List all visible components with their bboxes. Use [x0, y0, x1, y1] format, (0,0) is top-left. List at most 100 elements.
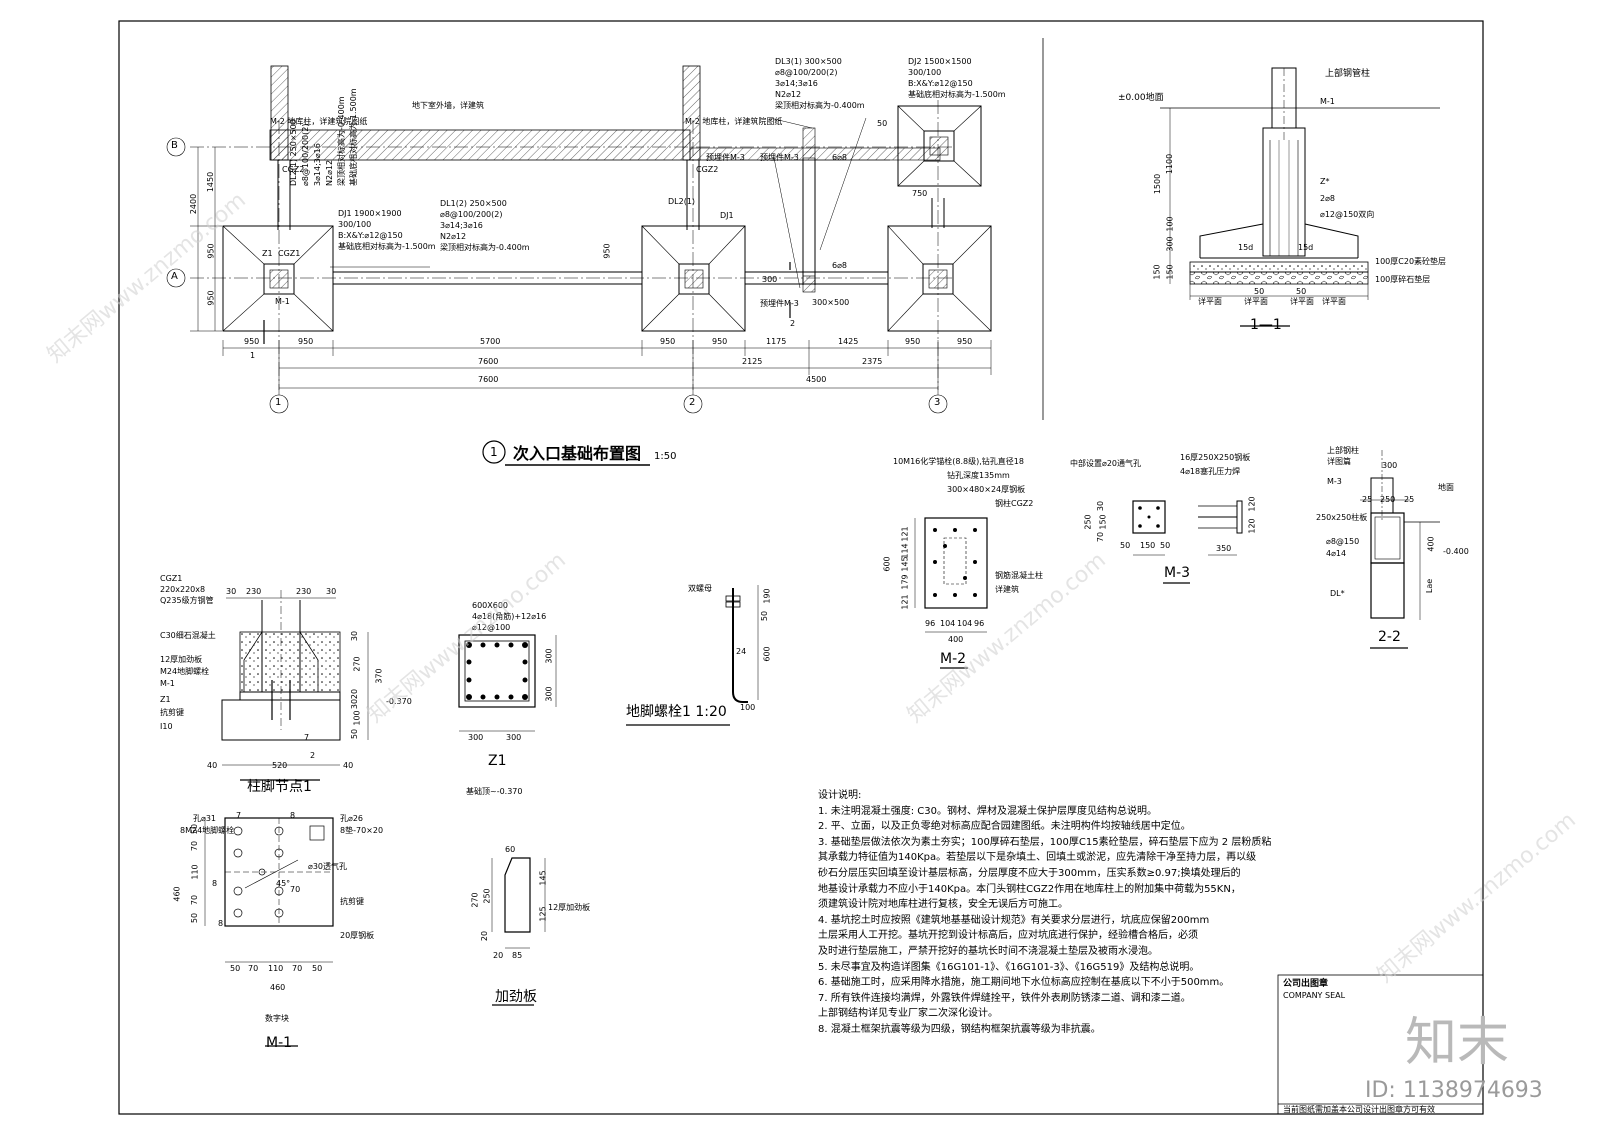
z1-dim-2: 300 [544, 648, 554, 664]
s11-label-detail-1: 详平面 [1244, 297, 1268, 306]
dl2-spec-0: DL2(1) 250×500 [289, 119, 298, 186]
stiffener-dim-3: 20 [480, 930, 490, 942]
m1-label-1: 8M24地脚螺栓 [180, 826, 235, 835]
ab-dim-190: 190 [762, 588, 772, 604]
label-rebar-6-8-b: 6⌀8 [832, 261, 847, 270]
m1-dim-b-0: 50 [230, 964, 241, 973]
m2-label-4: 钢筋混凝土柱 [995, 571, 1043, 580]
notes-line-10: 5. 未尽事宜及构造详图集《16G101-1》、《16G101-3》、《16G5… [818, 961, 1200, 973]
dim-b3-1: 4500 [806, 375, 827, 384]
dl2-spec-3: N2⌀12 [325, 159, 334, 186]
ab-label-nut: 双螺母 [688, 584, 712, 593]
s11-label-ground: ±0.00地面 [1118, 93, 1164, 103]
dim-b3-0: 7600 [478, 375, 499, 384]
m2-label-5: 详建筑 [995, 585, 1019, 594]
ab-dim-100: 100 [740, 703, 756, 712]
section-1-1 [1160, 67, 1440, 327]
m2-dim-l-3: 179 [900, 574, 910, 590]
dl1-spec-0: DL1(2) 250×500 [440, 199, 507, 208]
seal-subtitle: COMPANY SEAL [1283, 991, 1346, 1000]
z1-dim-0: 300 [468, 733, 484, 742]
m1-dim-b-3: 70 [292, 964, 303, 973]
label-50: 50 [877, 119, 888, 128]
m1-dim-l-2: 110 [190, 864, 200, 880]
cf-label-c30: C30细石混凝土 [160, 631, 216, 640]
stiffener-plate [491, 857, 546, 1006]
cf-marker-7: 7 [304, 733, 310, 742]
cf-elevation: -0.370 [386, 697, 412, 706]
dl1-spec-4: 梁顶相对标高为-0.400m [440, 243, 530, 252]
cf-dim-top-0: 30 [226, 587, 237, 596]
cf-dim-right-1: 270 [352, 656, 362, 672]
cf-label-i10: I10 [160, 722, 173, 731]
s22-dim-4: 400 [1426, 536, 1436, 552]
cf-dim-total: 370 [374, 668, 384, 684]
s22-label-1: 详图篇 [1327, 457, 1351, 466]
m3-dim-8: 350 [1216, 544, 1232, 553]
m1-dim-h: 460 [172, 886, 182, 902]
axis-label-1: 1 [275, 397, 282, 408]
m1-label-0: 孔⌀31 [193, 814, 216, 823]
dim-b1-3: 950 [660, 337, 676, 346]
notes-line-4: 砂石分层压实回填至设计基层标高，分层厚度不应大于300mm，压实系数≥0.97;… [818, 867, 1241, 879]
m1-marker-2: 8 [212, 879, 218, 888]
notes-line-5: 地基设计承载力不应小于140Kpa。本门头钢柱CGZ2作用在地库柱上的附加集中荷… [818, 883, 1241, 895]
label-z1: Z1 [262, 249, 273, 258]
s11-label-15d-b: 15d [1298, 243, 1314, 252]
label-embed-m3-a: 预埋件M-3 [706, 153, 745, 162]
s11-label-detail-0: 详平面 [1198, 297, 1222, 306]
notes-line-0: 1. 未注明混凝土强度: C30。钢材、焊材及混凝土保护层厚度见结构总说明。 [818, 805, 1157, 817]
company-seal-box [1277, 974, 1484, 1115]
s11-label-15d-a: 15d [1238, 243, 1254, 252]
s22-dim-3: 25 [1404, 495, 1415, 504]
m2-dim-h: 600 [882, 556, 892, 572]
notes-line-12: 7. 所有铁件连接均满焊，外露铁件焊缝拴平，铁件外表刷防锈漆二道、调和漆二道。 [818, 992, 1191, 1004]
m2-dim-l-0: 121 [900, 526, 910, 542]
ab-dim-600: 600 [762, 646, 772, 662]
s22-label-5: 4⌀14 [1326, 549, 1347, 558]
z1-dim-1: 300 [506, 733, 522, 742]
m2-dim-l-2: 145 [900, 556, 910, 572]
m1-dim-b-4: 50 [312, 964, 323, 973]
axis-label-2: 2 [689, 397, 696, 408]
s11-label-column: 上部钢管柱 [1325, 69, 1371, 79]
s11-label-2phi8: 2⌀8 [1320, 194, 1335, 203]
s22-label-2: M-3 [1327, 477, 1342, 486]
anchor-bolt-detail [626, 585, 759, 726]
m1-marker-1: 8 [290, 811, 296, 820]
cf-label-cgz1: CGZ1 [160, 574, 183, 583]
s22-title: 2-2 [1378, 629, 1401, 645]
s11-dim-50a: 50 [1254, 287, 1265, 296]
notes-line-6: 须建筑设计院对地库柱进行复核，安全无误后方可施工。 [818, 899, 1068, 911]
dim-b1-8: 950 [957, 337, 973, 346]
dj2-spec-1: 300/100 [908, 68, 942, 77]
m2-label-2: 300×480×24厚钢板 [947, 485, 1026, 494]
m1-dim-b-2: 110 [268, 964, 284, 973]
cf-dim-top-1: 230 [246, 587, 262, 596]
notes-line-8: 土层采用人工开挖。基坑开挖到设计标高后，应对坑底进行保护，经验槽合格后，必须 [818, 930, 1198, 942]
m3-label-1: 16厚250X250钢板 [1180, 453, 1251, 462]
m1-dim-l-0: 50 [190, 823, 200, 835]
dim-left-950b: 950 [206, 290, 216, 306]
notes-line-1: 2. 平、立面，以及正负零绝对标高应配合园建图纸。未注明构件均按轴线居中定位。 [818, 821, 1191, 833]
sheet-frame [118, 20, 1484, 1115]
plan-title-number: 1 [490, 445, 498, 459]
s22-dim-1: 25 [1362, 495, 1373, 504]
dj1-spec-3: 基础底相对标高为-1.500m [338, 242, 436, 251]
main-plan [166, 65, 992, 414]
m1-dim-w: 460 [270, 983, 286, 992]
dim-b1-6: 1425 [838, 337, 859, 346]
s11-dim-150a: 150 [1152, 264, 1162, 280]
notes-line-14: 8. 混凝土框架抗震等级为四级，钢结构框架抗震等级为非抗震。 [818, 1023, 1101, 1035]
dj2-spec-0: DJ2 1500×1500 [908, 57, 972, 66]
m1-dim-l-1: 70 [190, 840, 200, 852]
stiffener-dim-2: 250 [482, 888, 492, 904]
stiffener-dim-7: 85 [512, 951, 523, 960]
s22-dim-2: 250 [1380, 495, 1396, 504]
plan-scale: 1:50 [654, 451, 677, 462]
cf-label-stiffener: 12厚加劲板 [160, 655, 203, 664]
cf-dim-right-0: 30 [350, 630, 360, 642]
s22-label-7: 地面 [1438, 483, 1454, 492]
m1-marker-4: 45° [276, 879, 291, 888]
